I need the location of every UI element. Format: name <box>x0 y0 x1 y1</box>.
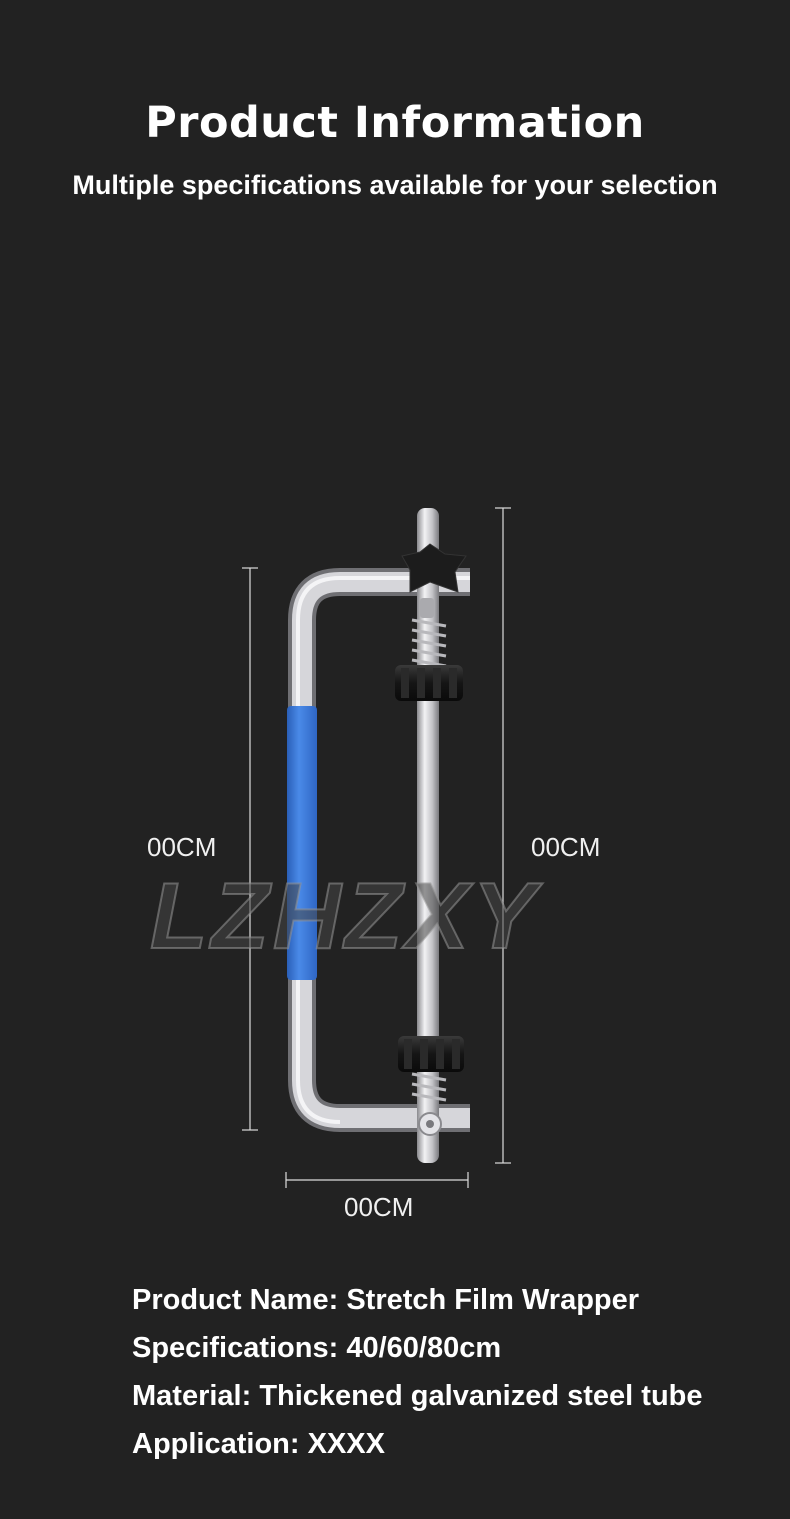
spec-product-name: Product Name: Stretch Film Wrapper <box>132 1284 640 1316</box>
dimension-line-bottom <box>285 1172 469 1188</box>
watermark: LZHZXY <box>149 862 540 969</box>
spec-list: Product Name: Stretch Film Wrapper Speci… <box>132 1276 703 1468</box>
left-height-label: 00CM <box>147 832 217 862</box>
page-title: Product Information <box>145 98 645 148</box>
upper-cone-holder <box>395 665 463 701</box>
blue-grip <box>287 706 317 980</box>
upper-spring <box>411 618 447 668</box>
dimension-line-right <box>495 507 511 1164</box>
width-label: 00CM <box>344 1192 414 1222</box>
upper-clip <box>420 598 434 618</box>
page-subtitle: Multiple specifications available for yo… <box>72 170 718 200</box>
spec-specifications: Specifications: 40/60/80cm <box>132 1332 502 1364</box>
spec-material: Material: Thickened galvanized steel tub… <box>132 1380 703 1412</box>
right-height-label: 00CM <box>531 832 601 862</box>
lower-cone-holder <box>398 1036 464 1072</box>
dimension-line-left <box>242 567 258 1131</box>
lower-spring <box>411 1072 447 1102</box>
top-star-knob <box>401 543 467 593</box>
spec-application: Application: XXXX <box>132 1428 385 1460</box>
